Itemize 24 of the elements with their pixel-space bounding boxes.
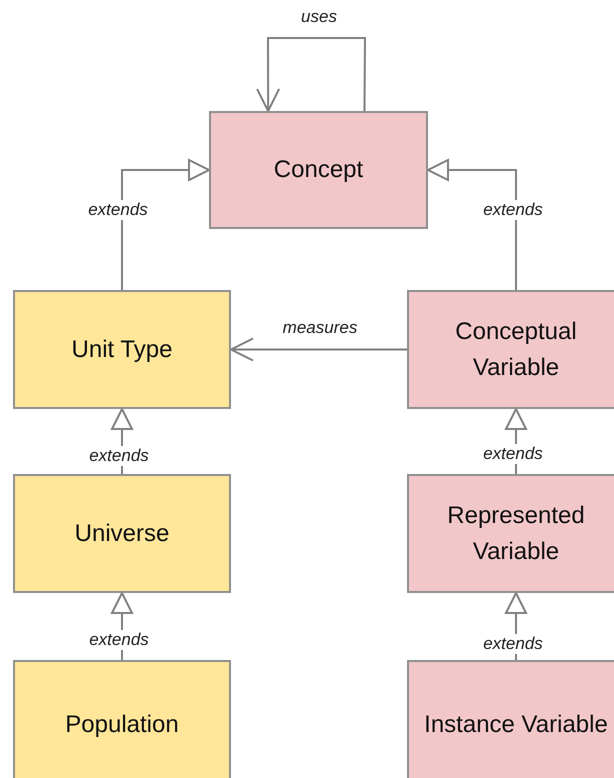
class-name: Population bbox=[64, 710, 180, 740]
arrow bbox=[230, 338, 407, 362]
arrow bbox=[427, 159, 517, 290]
class-name: Instance Variable bbox=[423, 710, 609, 740]
class-box bbox=[407, 474, 614, 593]
class-box bbox=[13, 290, 231, 409]
class-box bbox=[209, 111, 428, 229]
class-box bbox=[407, 290, 614, 409]
edge-label: extends bbox=[481, 200, 545, 220]
edge-label: extends bbox=[87, 446, 151, 466]
class-name: Concept bbox=[272, 155, 364, 185]
class-name: Unit Type bbox=[70, 334, 174, 364]
edge-label: extends bbox=[87, 630, 151, 650]
class-name: Universe bbox=[74, 518, 170, 548]
edge-label: extends bbox=[481, 634, 545, 654]
class-name: Represented Variable bbox=[446, 500, 586, 566]
arrow bbox=[121, 159, 210, 290]
edge-label: extends bbox=[86, 200, 150, 220]
edge-label: extends bbox=[481, 444, 545, 464]
class-box bbox=[13, 660, 231, 778]
class-box bbox=[407, 660, 614, 778]
class-name: Conceptual Variable bbox=[454, 316, 578, 382]
class-box bbox=[13, 474, 231, 593]
arrow bbox=[256, 37, 366, 112]
